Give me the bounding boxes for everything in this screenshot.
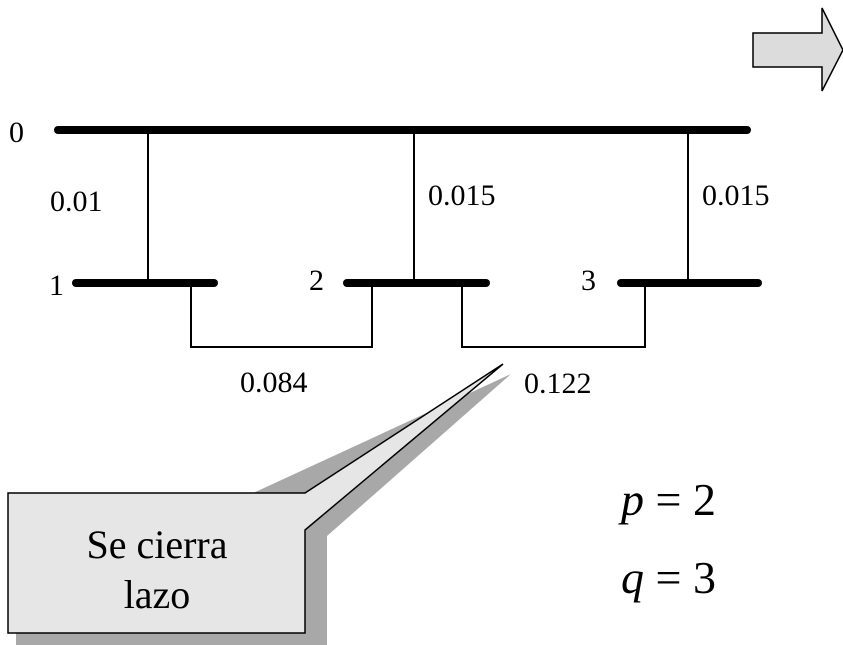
- bus-0-label: 0: [9, 116, 24, 149]
- equation-p: p = 2: [618, 474, 716, 525]
- callout-box: [7, 363, 504, 634]
- equation-q: q = 3: [621, 552, 716, 603]
- bus-2-label: 2: [309, 264, 324, 297]
- bus-1-label: 1: [49, 269, 64, 302]
- equation-p-rest: = 2: [644, 474, 716, 525]
- impedance-0-1: 0.01: [50, 185, 103, 218]
- bus-3-label: 3: [581, 264, 596, 297]
- callout-line-1: Se cierra: [86, 522, 227, 567]
- equation-q-rest: = 3: [644, 552, 716, 603]
- equation-q-var: q: [621, 552, 644, 603]
- branch-1-2: [190, 283, 373, 348]
- impedance-1-2: 0.084: [240, 366, 308, 399]
- callout-line-2: lazo: [124, 572, 191, 617]
- impedance-0-3: 0.015: [702, 179, 770, 212]
- impedance-0-2: 0.015: [428, 179, 496, 212]
- branch-2-3: [461, 283, 646, 348]
- impedance-2-3: 0.122: [524, 367, 592, 400]
- right-arrow-icon[interactable]: [752, 7, 843, 92]
- equation-p-var: p: [618, 474, 644, 525]
